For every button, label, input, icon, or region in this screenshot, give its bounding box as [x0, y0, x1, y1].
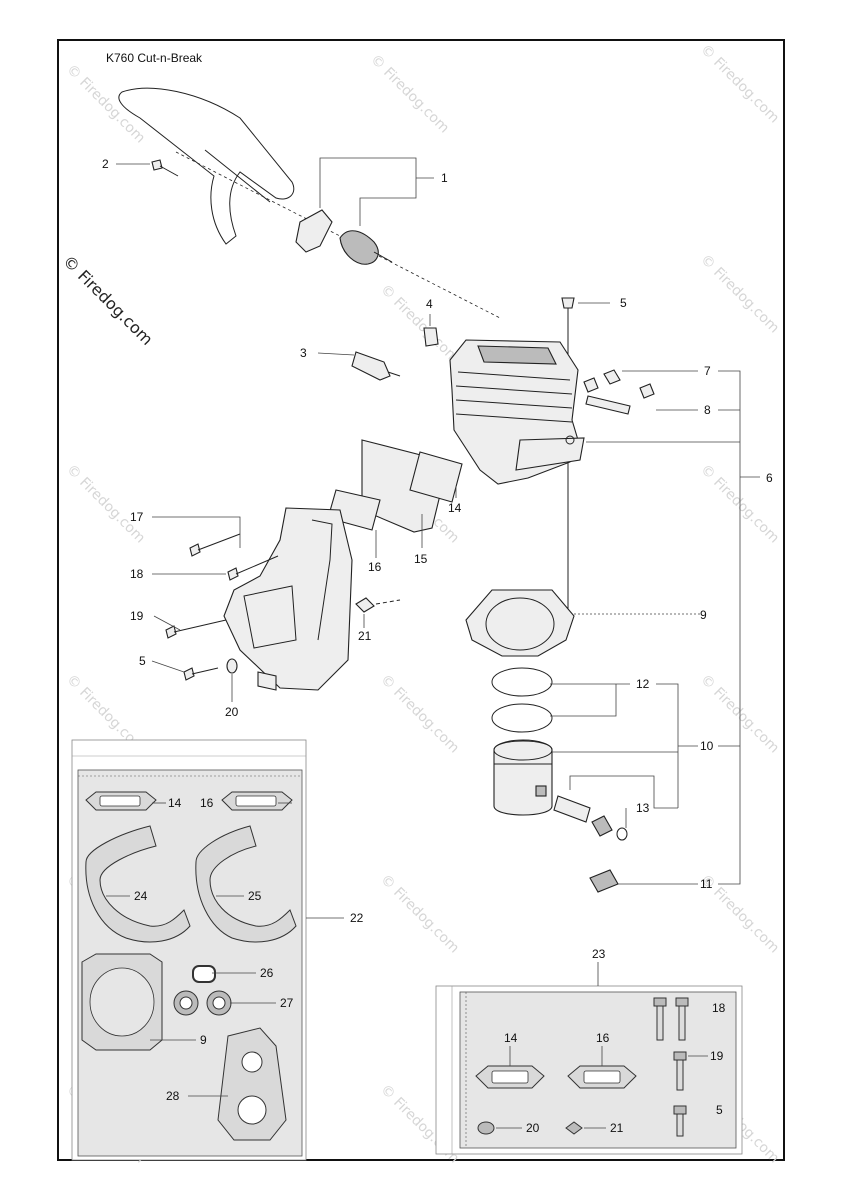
cylinder-part-6	[449, 339, 585, 485]
watermark: © Firedog.com	[377, 672, 462, 757]
gasket-kit-22	[71, 739, 307, 1161]
piston-rings-part-12	[491, 667, 553, 733]
spring-part-1	[295, 209, 393, 265]
callout-5: 5	[139, 654, 146, 668]
callout-21: 21	[610, 1121, 624, 1135]
callout-16: 16	[368, 560, 382, 574]
watermark: © Firedog.com	[367, 52, 452, 137]
callout-14: 14	[168, 796, 182, 810]
watermark: © Firedog.com	[697, 42, 782, 127]
diagram-title: K760 Cut-n-Break	[106, 51, 203, 65]
centre-line	[175, 151, 501, 319]
callout-23: 23	[592, 947, 606, 961]
callout-8: 8	[704, 403, 711, 417]
kit-22-labels: 14 16 24 25 26 27 9 28 22	[134, 796, 364, 1103]
callout-10: 10	[700, 739, 714, 753]
ghost-handle	[118, 87, 295, 245]
callout-labels: 1 2 3 4 5 5 6 7 8 9 10 11 12 13 14 15 16…	[102, 157, 773, 891]
callout-5: 5	[620, 296, 627, 310]
bracket-parts-7-8	[583, 369, 655, 415]
piston-pin-part-13	[553, 795, 628, 841]
watermark: © Firedog.com	[63, 62, 148, 147]
callout-18: 18	[130, 567, 144, 581]
watermark: © Firedog.com	[377, 282, 462, 367]
gaskets-14-15-16	[327, 439, 463, 533]
callout-14: 14	[504, 1031, 518, 1045]
callout-4: 4	[426, 297, 433, 311]
callout-27: 27	[280, 996, 294, 1010]
callout-11: 11	[700, 877, 713, 891]
callout-9: 9	[200, 1033, 207, 1047]
callout-6: 6	[766, 471, 773, 485]
callout-28: 28	[166, 1089, 180, 1103]
callout-19: 19	[710, 1049, 724, 1063]
callout-24: 24	[134, 889, 148, 903]
page-border	[57, 39, 785, 1161]
valve-part-3	[351, 351, 401, 381]
watermark: © Firedog.com	[63, 462, 148, 547]
callout-16: 16	[200, 796, 214, 810]
callout-5: 5	[716, 1103, 723, 1117]
base-gasket-part-9	[465, 589, 575, 657]
callout-15: 15	[414, 552, 428, 566]
plug-part-4	[423, 327, 439, 347]
callout-13: 13	[636, 801, 650, 815]
callout-18: 18	[712, 1001, 726, 1015]
muffler	[223, 507, 353, 691]
callout-26: 26	[260, 966, 274, 980]
callout-2: 2	[102, 157, 109, 171]
piston-part-10	[493, 739, 553, 816]
callout-20: 20	[225, 705, 239, 719]
callout-16: 16	[596, 1031, 610, 1045]
watermark-dark: © Firedog.com	[59, 251, 157, 349]
kit-23-labels: 23 14 16 18 19 5 20 21	[504, 947, 726, 1135]
callout-3: 3	[300, 346, 307, 360]
callout-25: 25	[248, 889, 262, 903]
callout-20: 20	[526, 1121, 540, 1135]
watermark: © Firedog.com	[697, 252, 782, 337]
callout-19: 19	[130, 609, 144, 623]
hardware-kit-23	[435, 985, 743, 1155]
screw-part-2	[151, 159, 179, 177]
watermark: © Firedog.com	[377, 872, 462, 957]
muffler-screws	[165, 533, 279, 681]
callout-22: 22	[350, 911, 364, 925]
callout-17: 17	[130, 510, 144, 524]
callout-14: 14	[448, 501, 462, 515]
callout-7: 7	[704, 364, 711, 378]
callout-9: 9	[700, 608, 707, 622]
bearing-part-11	[589, 869, 619, 893]
nut-part-21	[355, 597, 401, 613]
callout-12: 12	[636, 677, 650, 691]
callout-1: 1	[441, 171, 448, 185]
callout-21: 21	[358, 629, 372, 643]
